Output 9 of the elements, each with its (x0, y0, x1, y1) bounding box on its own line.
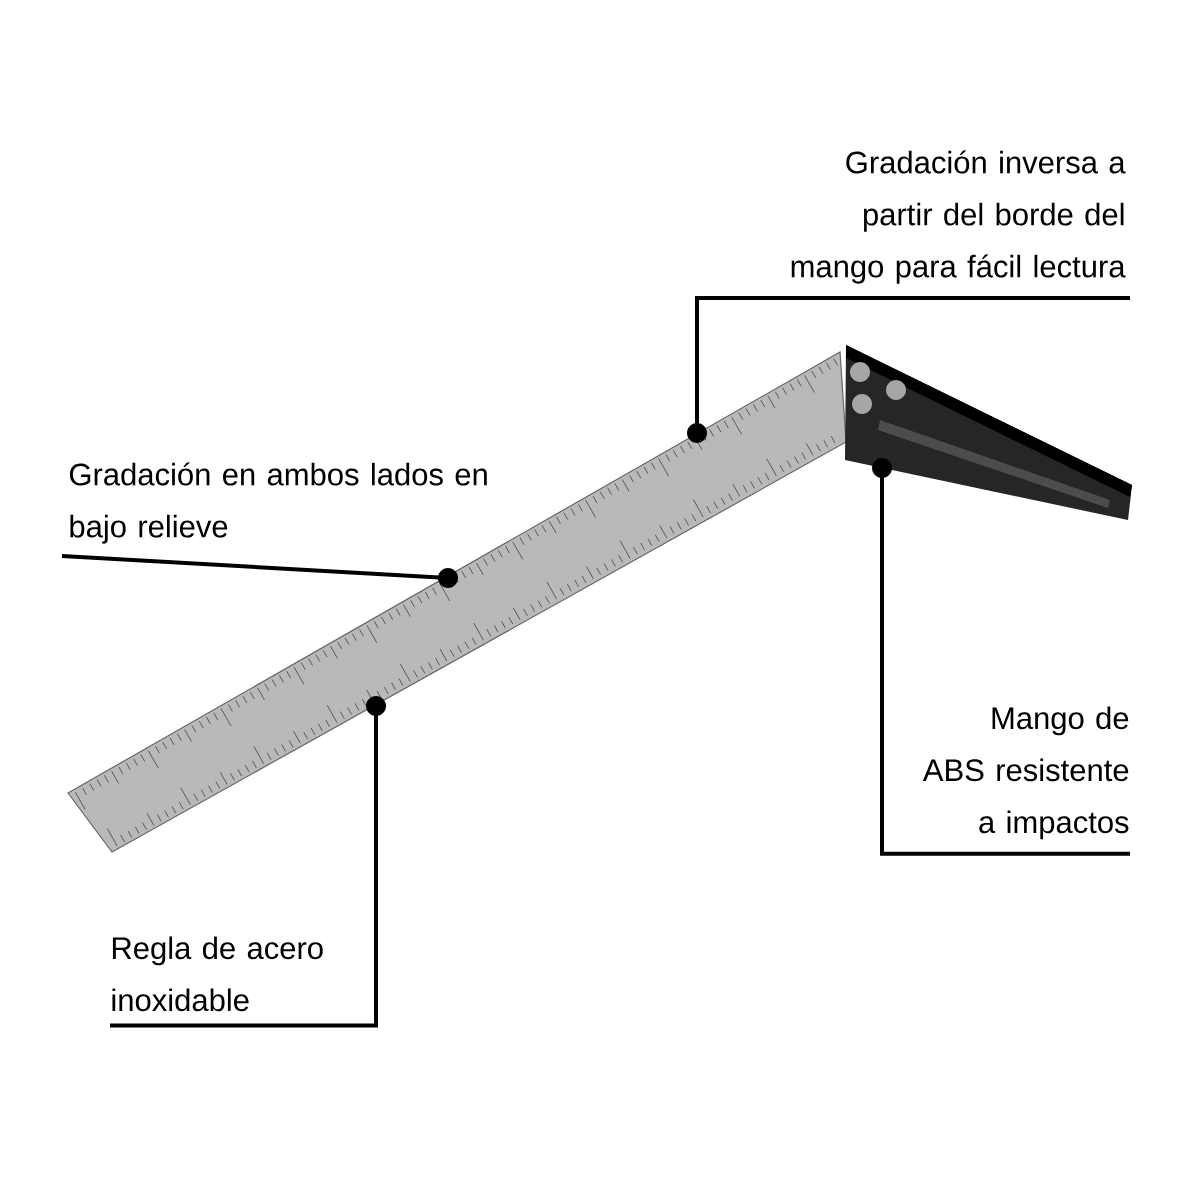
leader-line (872, 458, 1130, 856)
callout-text: Gradación inversa a partir del borde del mango para fácil lectura (791, 150, 1126, 284)
callout-text: Mango de ABS resistente a impactos (922, 706, 1129, 840)
callout-text: Regla de acero inoxidable (112, 936, 323, 1012)
leader-line (110, 696, 386, 1028)
leader-line (687, 423, 707, 443)
callout-text: Gradación en ambos lados en bajo relieve (69, 462, 487, 544)
handle-drawing (845, 345, 1132, 520)
ruler-blade-drawing (67, 351, 847, 853)
